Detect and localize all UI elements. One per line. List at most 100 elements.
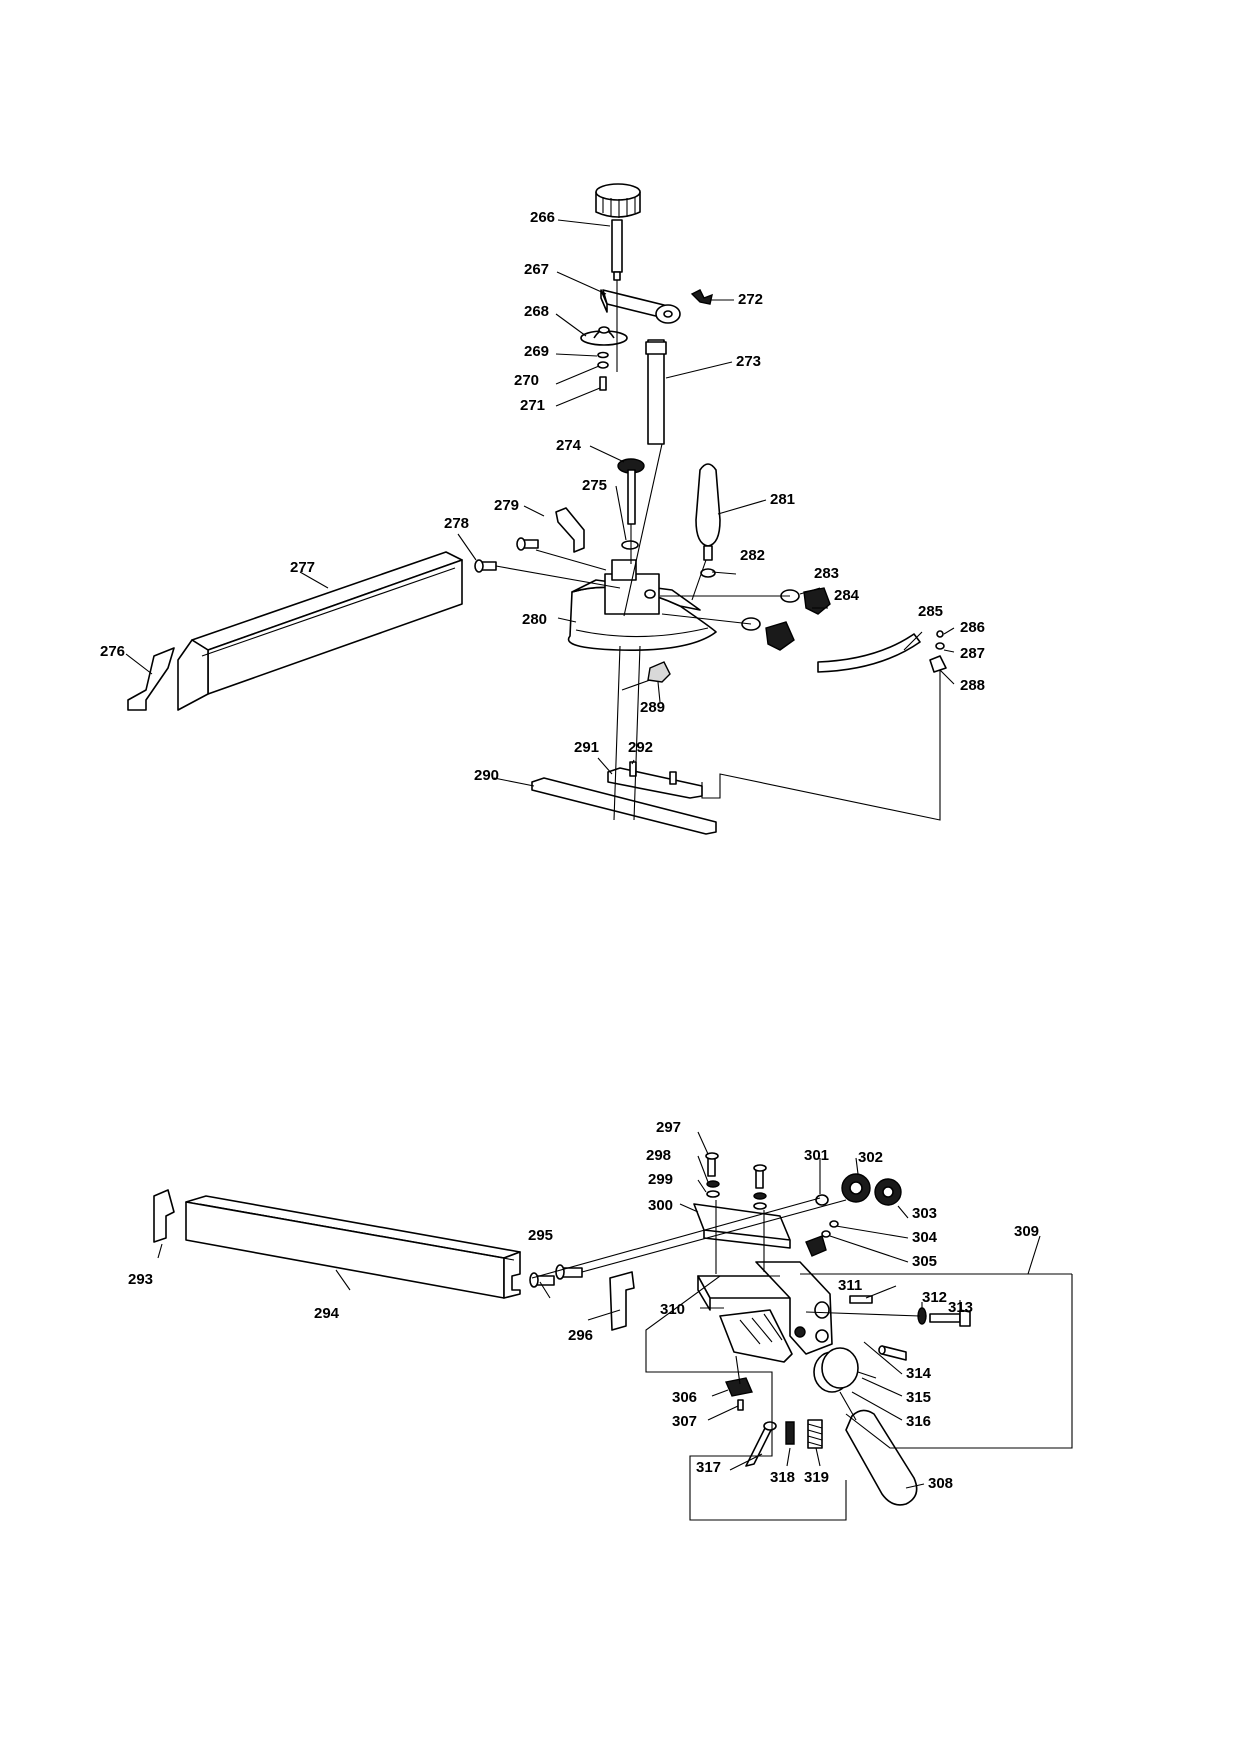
part-278-screws bbox=[474, 537, 539, 573]
part-280-gauge-body bbox=[567, 559, 717, 651]
callout-295: 295 bbox=[528, 1227, 553, 1244]
callout-290: 290 bbox=[474, 767, 499, 784]
part-298-washer bbox=[706, 1180, 720, 1188]
callout-299: 299 bbox=[648, 1171, 673, 1188]
miter-gauge-assembly: 266 267 268 269 270 271 272 273 274 275 … bbox=[100, 183, 985, 835]
part-293-end-cap bbox=[153, 1189, 175, 1243]
callout-292: 292 bbox=[628, 739, 653, 756]
callout-313: 313 bbox=[948, 1299, 973, 1316]
callout-309: 309 bbox=[1014, 1223, 1039, 1240]
part-303-screw bbox=[829, 1220, 839, 1228]
callout-271: 271 bbox=[520, 397, 545, 414]
callout-305: 305 bbox=[912, 1253, 937, 1270]
callout-270: 270 bbox=[514, 372, 539, 389]
callout-273: 273 bbox=[736, 353, 761, 370]
part-300-bracket bbox=[693, 1203, 791, 1249]
part-307-screw bbox=[737, 1399, 744, 1411]
part-279-stop-bracket bbox=[555, 507, 585, 553]
callout-289: 289 bbox=[640, 699, 665, 716]
part-268-disc bbox=[580, 326, 628, 346]
callout-285: 285 bbox=[918, 603, 943, 620]
part-267-arm bbox=[600, 289, 681, 324]
callout-294: 294 bbox=[314, 1305, 340, 1322]
callout-272: 272 bbox=[738, 291, 763, 308]
part-314-pin bbox=[881, 1345, 907, 1361]
callout-314: 314 bbox=[906, 1365, 932, 1382]
part-273-rod bbox=[645, 339, 667, 445]
part-298-washer-b bbox=[753, 1192, 767, 1200]
part-281-handle bbox=[695, 463, 721, 561]
callout-306: 306 bbox=[672, 1389, 697, 1406]
callout-303: 303 bbox=[912, 1205, 937, 1222]
callout-279: 279 bbox=[494, 497, 519, 514]
callout-304: 304 bbox=[912, 1229, 938, 1246]
callout-307: 307 bbox=[672, 1413, 697, 1430]
callout-311: 311 bbox=[838, 1277, 862, 1294]
callout-297: 297 bbox=[656, 1119, 681, 1136]
part-286-screw bbox=[936, 630, 944, 638]
callout-281: 281 bbox=[770, 491, 795, 508]
callout-319: 319 bbox=[804, 1469, 829, 1486]
part-299-washer-b bbox=[753, 1202, 767, 1210]
part-297-screw-b-head bbox=[753, 1164, 767, 1172]
part-282-washer bbox=[700, 568, 716, 578]
callout-280: 280 bbox=[522, 611, 547, 628]
callout-317: 317 bbox=[696, 1459, 721, 1476]
callout-308: 308 bbox=[928, 1475, 953, 1492]
part-314-pin-end bbox=[878, 1345, 886, 1355]
callout-288: 288 bbox=[960, 677, 985, 694]
part-276-flip-stop bbox=[127, 647, 175, 711]
callout-287: 287 bbox=[960, 645, 985, 662]
part-290-miter-bar bbox=[531, 777, 717, 835]
rip-fence-assembly: 293 294 295 296 297 298 299 300 301 302 … bbox=[128, 1119, 1073, 1521]
callout-298: 298 bbox=[646, 1147, 671, 1164]
callout-283: 283 bbox=[814, 565, 839, 582]
part-301-washer bbox=[815, 1194, 829, 1206]
part-318-spring bbox=[785, 1421, 795, 1445]
callout-296: 296 bbox=[568, 1327, 593, 1344]
part-296-bracket bbox=[609, 1271, 635, 1331]
part-266-knob-bolt bbox=[595, 183, 641, 281]
callout-266: 266 bbox=[530, 209, 555, 226]
callout-318: 318 bbox=[770, 1469, 795, 1486]
callout-315: 315 bbox=[906, 1389, 931, 1406]
callout-291: 291 bbox=[574, 739, 599, 756]
callout-312: 312 bbox=[922, 1289, 947, 1306]
part-302-knobs bbox=[841, 1173, 902, 1206]
callout-286: 286 bbox=[960, 619, 985, 636]
assembly-guide-lines-top bbox=[495, 280, 941, 821]
callout-278: 278 bbox=[444, 515, 469, 532]
callout-269: 269 bbox=[524, 343, 549, 360]
callout-276: 276 bbox=[100, 643, 125, 660]
part-297-screw-head bbox=[705, 1152, 719, 1160]
callout-284: 284 bbox=[834, 587, 860, 604]
part-287-washer bbox=[935, 642, 945, 650]
callout-282: 282 bbox=[740, 547, 765, 564]
part-315-pin bbox=[857, 1371, 877, 1379]
part-271-pin bbox=[599, 376, 607, 391]
callout-277: 277 bbox=[290, 559, 315, 576]
callout-275: 275 bbox=[582, 477, 607, 494]
leader-lines-bottom bbox=[157, 1131, 1041, 1489]
part-274-lock-knob bbox=[617, 458, 645, 525]
callout-293: 293 bbox=[128, 1271, 153, 1288]
part-272-wing-screw bbox=[690, 289, 713, 305]
part-310-fence-head bbox=[697, 1261, 833, 1363]
leader-lines-top bbox=[125, 219, 955, 787]
part-316-cam bbox=[813, 1347, 859, 1393]
part-284-knob-b bbox=[765, 621, 795, 651]
part-304-washer bbox=[821, 1230, 831, 1238]
callout-301: 301 bbox=[804, 1147, 829, 1164]
assembly-guide-lines-bottom bbox=[531, 1197, 1073, 1521]
part-288-pointer bbox=[929, 655, 947, 673]
part-308-handle bbox=[839, 1391, 918, 1506]
part-277-miter-fence bbox=[177, 551, 463, 711]
part-299-washer bbox=[706, 1190, 720, 1198]
part-269-washer bbox=[597, 351, 609, 359]
part-317-lever-eye bbox=[763, 1421, 777, 1431]
callout-300: 300 bbox=[648, 1197, 673, 1214]
callout-274: 274 bbox=[556, 437, 582, 454]
part-289-wing-nut bbox=[647, 661, 671, 683]
part-285-scale bbox=[817, 633, 921, 673]
